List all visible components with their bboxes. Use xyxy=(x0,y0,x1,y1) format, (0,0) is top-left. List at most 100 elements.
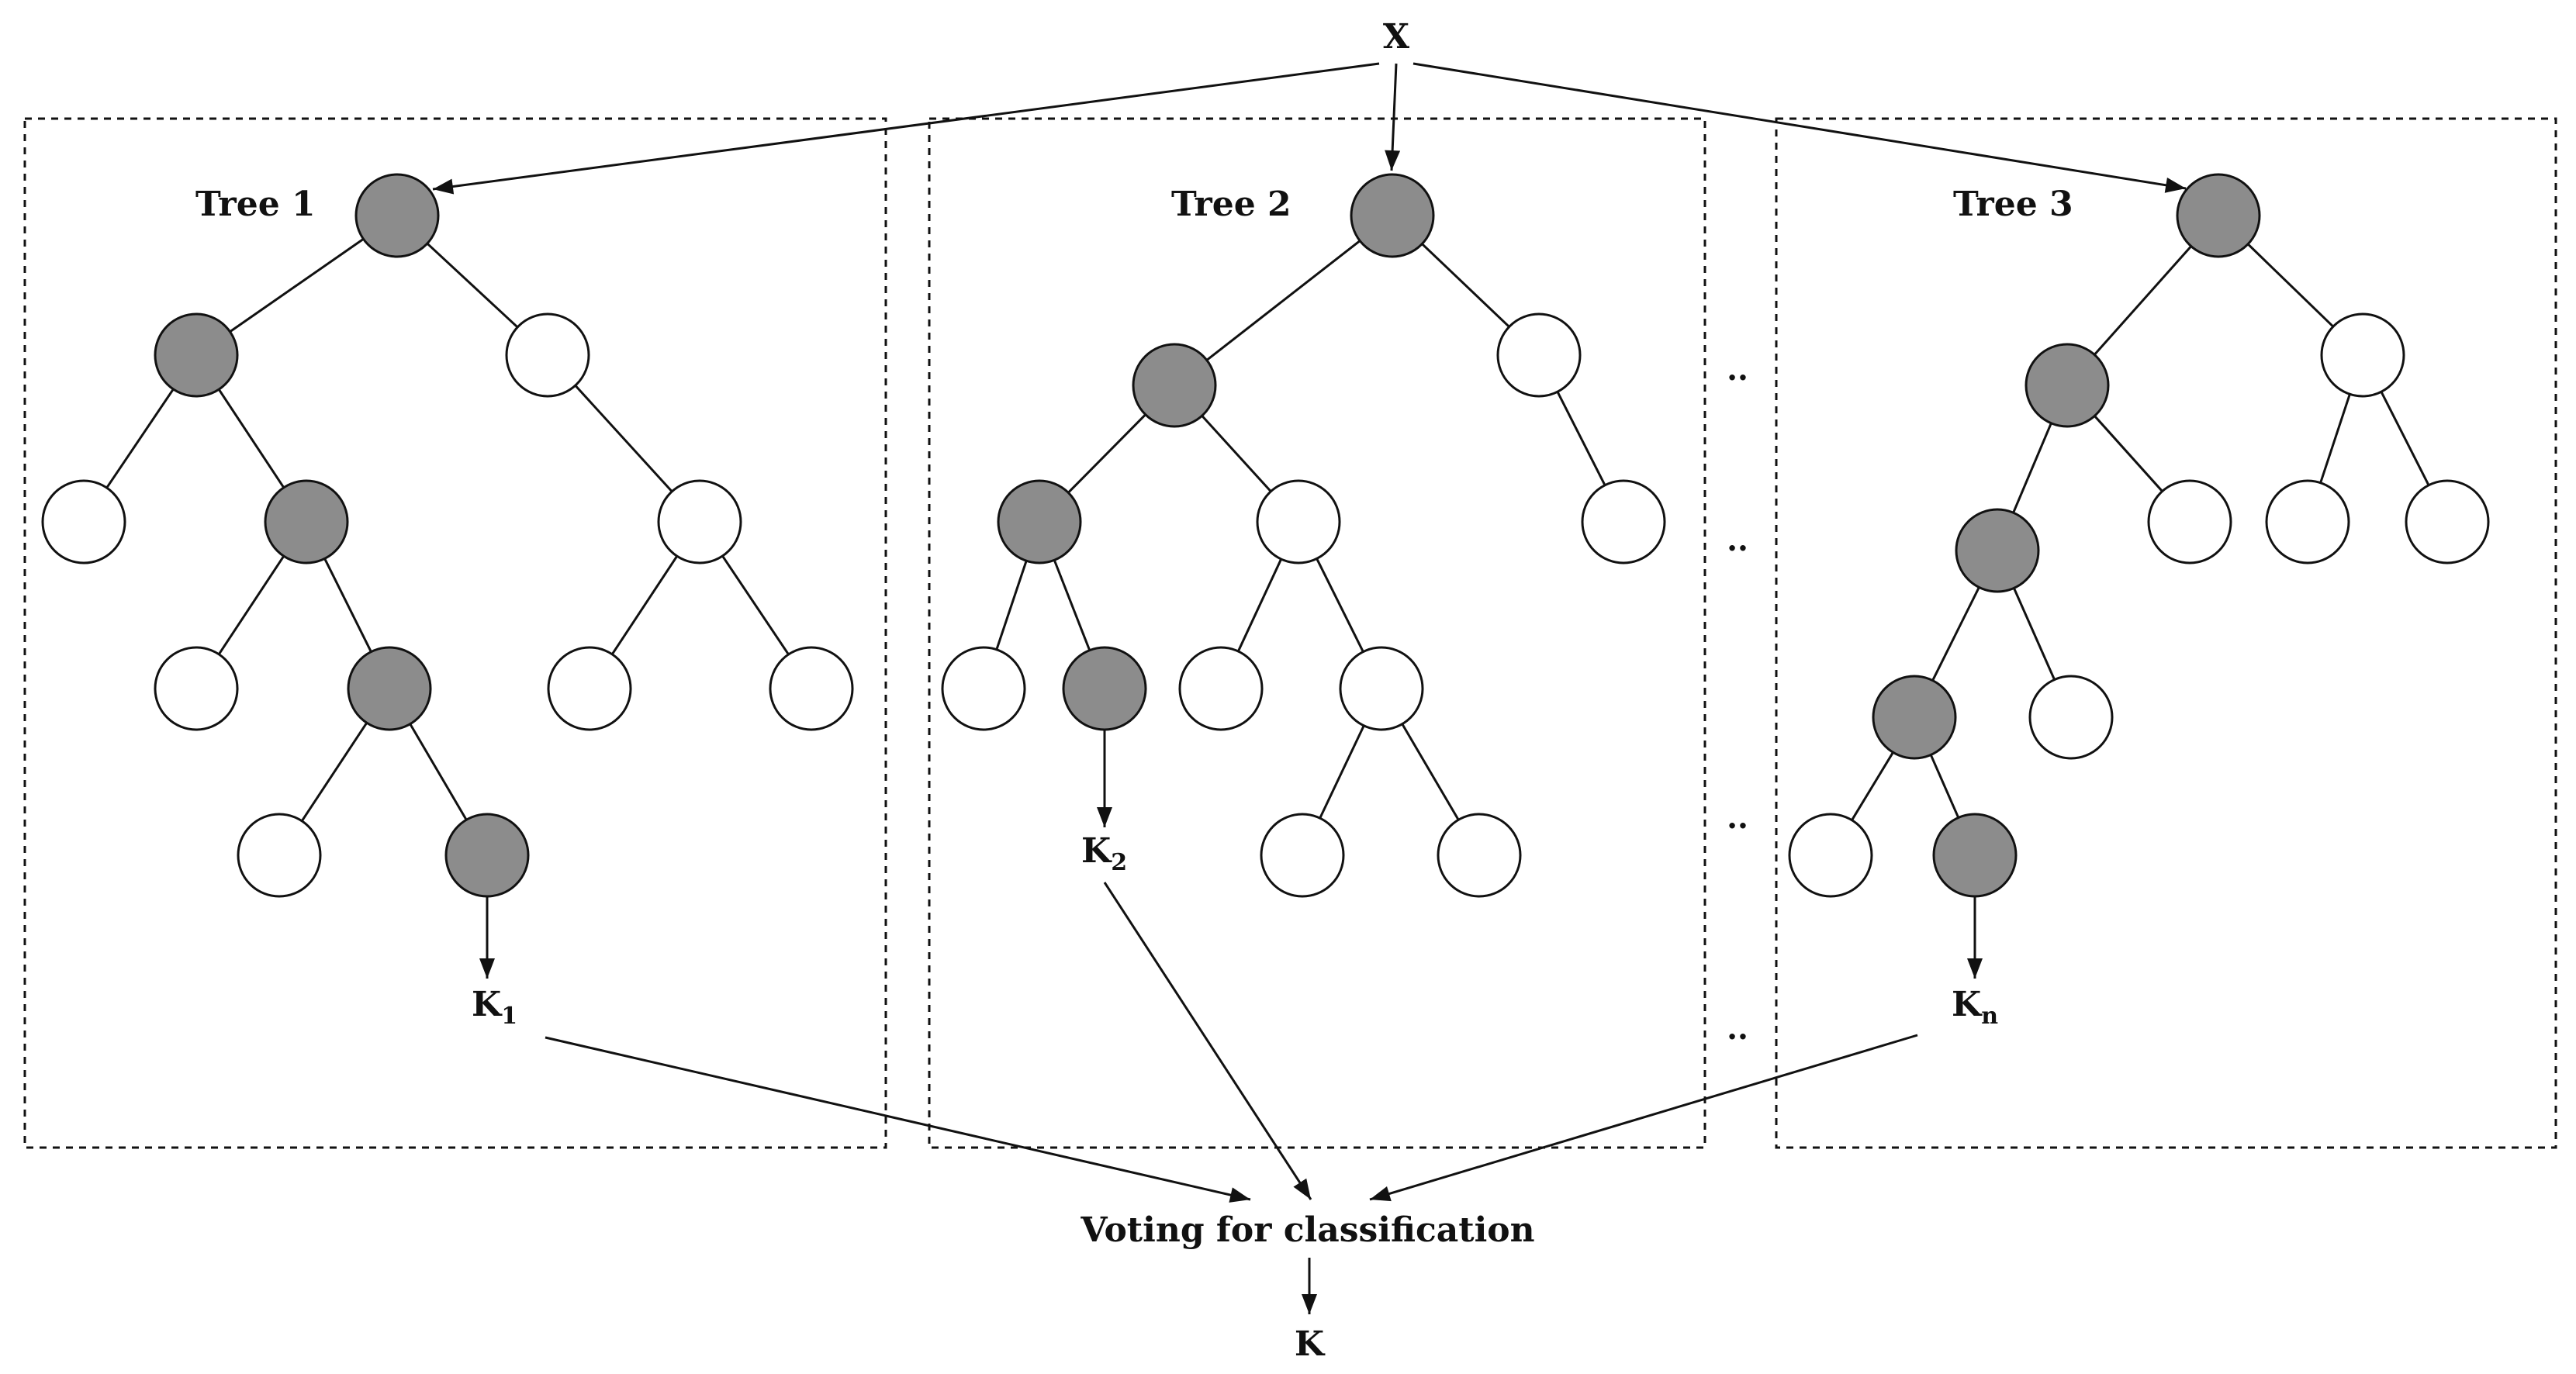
tree-1-leaf-arrowhead xyxy=(479,958,495,979)
tree-3-active-node xyxy=(1955,508,2040,593)
tree-2-node xyxy=(941,646,1026,731)
input-arrowhead-tree-2 xyxy=(1385,150,1401,171)
tree-1-output: K1 xyxy=(472,985,517,1030)
tree-1-title: Tree 1 xyxy=(195,185,316,224)
tree-1-node xyxy=(547,646,632,731)
final-label: K xyxy=(1295,1324,1326,1364)
tree-3-active-node xyxy=(2024,343,2110,428)
tree-3-active-node xyxy=(1872,675,1957,760)
tree-1-node xyxy=(237,813,322,898)
tree-2-node xyxy=(1581,479,1666,564)
input-arrowhead-tree-3 xyxy=(2164,177,2186,193)
tree-1-node xyxy=(505,312,590,398)
tree-3-output: Kn xyxy=(1952,985,1998,1030)
tree-1-active-node xyxy=(354,173,440,258)
input-arrow-tree-1 xyxy=(432,62,1380,191)
tree-3-edge xyxy=(2319,393,2351,484)
tree-3-edge xyxy=(1851,751,1894,821)
tree-1-edge xyxy=(323,558,372,653)
tree-2-edge xyxy=(1067,413,1146,494)
leaf-output-arrows xyxy=(479,730,1983,979)
tree-3-leaf-arrowhead xyxy=(1967,958,1983,979)
tree-3-edge xyxy=(1929,754,1960,819)
tree-2-output: K2 xyxy=(1081,831,1127,876)
tree-2-node xyxy=(1260,813,1345,898)
tree-nodes xyxy=(41,173,2490,898)
ellipsis-3: .. xyxy=(1727,799,1748,836)
tree-3-edge xyxy=(2380,391,2430,486)
tree-3-edge xyxy=(2094,245,2192,356)
ellipsis-2: .. xyxy=(1727,522,1748,558)
tree-1-edge xyxy=(300,722,368,822)
final-arrowhead xyxy=(1302,1294,1317,1314)
tree-1-edge xyxy=(721,555,790,655)
tree-2-active-node xyxy=(1062,646,1147,731)
tree-2-edge xyxy=(1421,243,1510,328)
tree-2-leaf-arrowhead xyxy=(1097,807,1112,827)
tree-2-edge xyxy=(1236,558,1283,652)
tree-3-edge xyxy=(2012,423,2052,513)
tree-2-active-node xyxy=(1350,173,1435,258)
tree-2-edge xyxy=(1053,559,1091,651)
tree-3-output-main: K xyxy=(1952,985,1983,1024)
vote-arrow-tree-3 xyxy=(1369,1034,1918,1201)
tree-1-edge xyxy=(426,242,519,329)
tree-2-active-node xyxy=(1132,343,1217,428)
tree-3-edge xyxy=(2094,415,2163,492)
tree-2-edge xyxy=(1401,723,1460,821)
tree-3-output-sub: n xyxy=(1981,1003,1998,1030)
tree-2-output-sub: 2 xyxy=(1111,849,1127,876)
tree-2-edge xyxy=(1316,558,1364,653)
tree-1-node xyxy=(657,479,742,564)
tree-2-node xyxy=(1256,479,1341,564)
tree-2-title: Tree 2 xyxy=(1171,185,1291,224)
tree-1-edge xyxy=(217,388,285,488)
tree-2-active-node xyxy=(997,479,1082,564)
tree-1-output-main: K xyxy=(472,985,503,1024)
final-arrowhead xyxy=(1302,1294,1317,1314)
vote-arrow-tree-2 xyxy=(1103,882,1312,1200)
tree-2-node xyxy=(1178,646,1264,731)
tree-1-edge xyxy=(217,555,285,655)
tree-1-edge xyxy=(610,555,679,655)
tree-3-node xyxy=(2265,479,2350,564)
tree-3-node xyxy=(2147,479,2232,564)
vote-arrowhead-tree-3 xyxy=(1370,1186,1392,1202)
tree-3-edge xyxy=(2247,243,2334,328)
tree-2-box xyxy=(928,117,1706,1149)
tree-1-edge xyxy=(574,385,673,492)
tree-3-active-node xyxy=(1932,813,2018,898)
tree-3-active-node xyxy=(2176,173,2261,258)
tree-2-node xyxy=(1437,813,1522,898)
tree-edges xyxy=(105,238,2430,822)
tree-2-edge xyxy=(995,560,1028,651)
tree-1-output-sub: 1 xyxy=(501,1003,517,1030)
tree-1-box xyxy=(23,117,887,1149)
vote-arrow-tree-1 xyxy=(545,1036,1251,1201)
tree-1-node xyxy=(41,479,126,564)
tree-1-edge xyxy=(105,388,175,488)
tree-1-active-node xyxy=(444,813,530,898)
tree-3-edge xyxy=(2013,587,2056,681)
tree-2-edge xyxy=(1201,415,1272,492)
tree-3-node xyxy=(2028,675,2114,760)
vote-arrowhead-tree-2 xyxy=(1293,1178,1311,1200)
tree-2-node xyxy=(1339,646,1424,731)
tree-1-active-node xyxy=(264,479,349,564)
vote-arrowheads xyxy=(1229,1178,1392,1203)
tree-1-node xyxy=(154,646,239,731)
input-arrowheads xyxy=(433,150,2186,195)
input-label: X xyxy=(1383,17,1410,57)
tree-1-edge xyxy=(229,238,365,333)
voting-label: Voting for classification xyxy=(1080,1210,1534,1250)
ellipsis-1: .. xyxy=(1727,351,1748,388)
input-arrow-tree-3 xyxy=(1412,62,2187,190)
tree-3-node xyxy=(1788,813,1873,898)
tree-1-active-node xyxy=(154,312,239,398)
tree-1-node xyxy=(769,646,854,731)
input-arrowhead-tree-1 xyxy=(433,178,455,195)
tree-3-node xyxy=(2320,312,2405,398)
tree-3-title: Tree 3 xyxy=(1953,185,2073,224)
vote-arrowhead-tree-1 xyxy=(1229,1187,1250,1203)
